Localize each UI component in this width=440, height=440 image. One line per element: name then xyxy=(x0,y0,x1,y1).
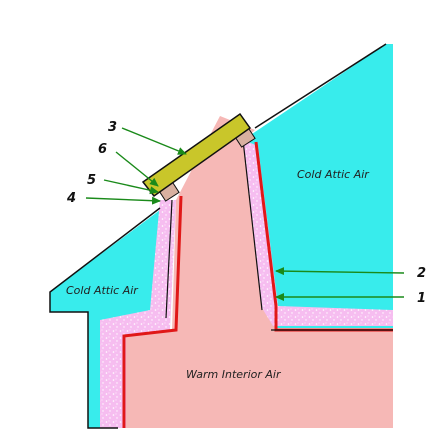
air-barrier-left xyxy=(122,195,183,428)
callout-6-label: 6 xyxy=(98,142,107,157)
warm-interior-label: Warm Interior Air xyxy=(186,368,282,381)
callout-4-arrow xyxy=(85,196,161,205)
callout-5-label: 5 xyxy=(87,173,96,188)
callout-4-label: 4 xyxy=(66,191,76,206)
roof-line-left xyxy=(49,207,161,429)
cold-attic-right-region xyxy=(243,44,393,328)
callout-3-arrow xyxy=(121,127,187,155)
callout-6-arrow xyxy=(115,151,159,187)
hatch-wall-right xyxy=(242,139,263,311)
cold-attic-right-label: Cold Attic Air xyxy=(297,168,370,181)
warm-interior-region xyxy=(126,116,393,428)
callout-5-arrow xyxy=(103,179,159,195)
callout-2-arrow xyxy=(275,267,405,276)
cold-attic-left-region xyxy=(50,200,172,428)
callout-2-label: 2 xyxy=(417,266,426,281)
cold-attic-left-label: Cold Attic Air xyxy=(66,284,139,297)
hatch-wall-left xyxy=(165,199,173,319)
insulation-left xyxy=(100,200,176,428)
callout-1-label: 1 xyxy=(417,291,426,306)
roof-line xyxy=(254,43,387,129)
callout-3-label: 3 xyxy=(108,120,117,135)
